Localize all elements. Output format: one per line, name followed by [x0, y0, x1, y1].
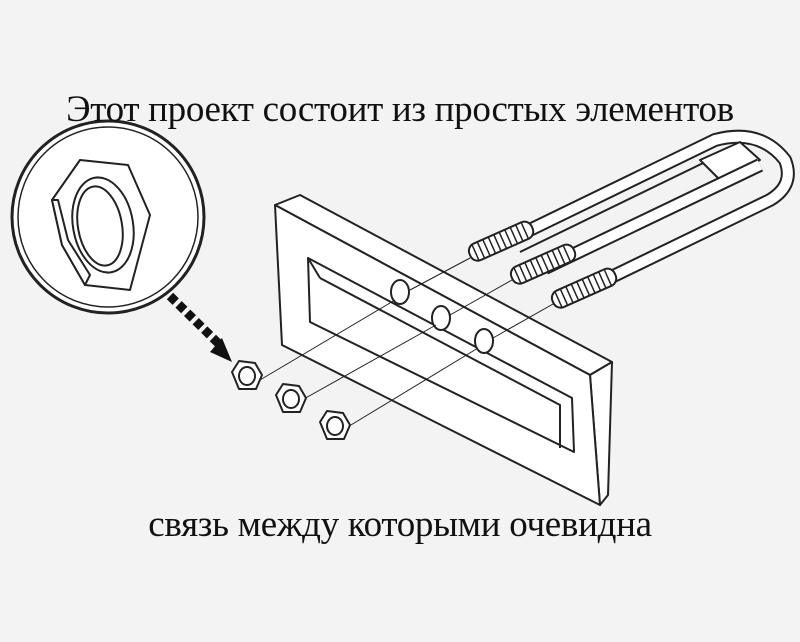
top-caption: Этот проект состоит из простых элементов [66, 89, 734, 130]
threaded-ends [467, 220, 618, 309]
hole [431, 305, 451, 331]
frame [274, 194, 613, 506]
nuts [231, 360, 351, 440]
dashed-arrow-icon [166, 292, 232, 362]
magnified-nut-callout [10, 119, 206, 315]
hole [474, 328, 494, 354]
bottom-caption: связь между которыми очевидна [148, 504, 652, 545]
hole [390, 279, 410, 305]
alignment-lines [259, 257, 554, 429]
u-bolt [501, 129, 795, 309]
